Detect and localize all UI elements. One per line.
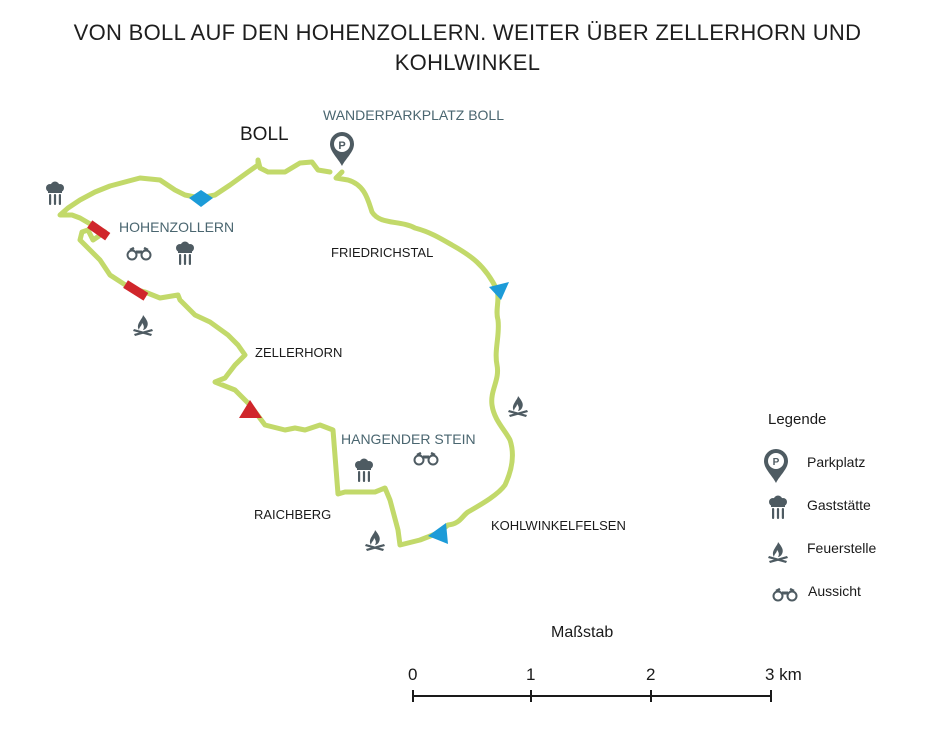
place-label-wanderparkplatz: WANDERPARKPLATZ BOLL: [323, 107, 504, 123]
binoculars-icon: [126, 246, 152, 261]
map-title-line2: KOHLWINKEL: [394, 50, 541, 75]
route-marker-blue-diamond: [189, 190, 213, 207]
scale-tick-1: 1: [526, 665, 536, 684]
campfire-icon: [508, 396, 528, 417]
place-label-boll: BOLL: [240, 124, 289, 145]
legend-parking-letter: P: [773, 457, 780, 468]
scale-tick-3: 3 km: [765, 665, 802, 684]
campfire-icon: [133, 315, 153, 336]
legend-restaurant-icon: [769, 495, 787, 519]
route-marker-red-triangle: [239, 400, 262, 418]
scale-bar: [412, 690, 772, 702]
legend-title: Legende: [768, 411, 827, 428]
route-marker-red-1: [87, 220, 111, 241]
restaurant-icon: [46, 181, 64, 205]
legend-binoculars-icon: [772, 587, 798, 602]
restaurant-icon: [355, 458, 373, 482]
scale-tick-0: 0: [408, 665, 418, 684]
legend-label-parkplatz: Parkplatz: [807, 454, 866, 470]
map-title: VON BOLL AUF DEN HOHENZOLLERN. WEITER ÜB…: [40, 18, 895, 78]
parking-pin-icon: P: [330, 132, 354, 166]
route-marker-blue-triangle-2: [428, 523, 448, 544]
map-title-line1: VON BOLL AUF DEN HOHENZOLLERN. WEITER ÜB…: [73, 20, 862, 45]
hiking-route: [57, 157, 515, 548]
legend-label-feuerstelle: Feuerstelle: [807, 540, 877, 556]
place-label-zellerhorn: ZELLERHORN: [255, 345, 342, 360]
place-label-kohlwinkelfelsen: KOHLWINKELFELSEN: [491, 518, 626, 533]
restaurant-icon: [176, 241, 194, 265]
legend-label-gaststaette: Gaststätte: [807, 497, 871, 513]
legend-label-aussicht: Aussicht: [808, 583, 861, 599]
place-label-raichberg: RAICHBERG: [254, 507, 331, 522]
place-label-hangender-stein: HANGENDER STEIN: [341, 431, 476, 447]
place-label-friedrichstal: FRIEDRICHSTAL: [331, 245, 433, 260]
legend-campfire-icon: [768, 542, 788, 563]
binoculars-icon: [413, 451, 439, 466]
place-label-hohenzollern: HOHENZOLLERN: [119, 219, 234, 235]
parking-letter: P: [338, 140, 345, 152]
route-marker-blue-triangle-1: [489, 282, 509, 300]
scale-title: Maßstab: [551, 624, 614, 641]
legend-parking-pin-icon: P: [764, 449, 788, 483]
scale-tick-2: 2: [646, 665, 656, 684]
route-marker-red-2: [123, 280, 149, 301]
campfire-icon: [365, 530, 385, 551]
